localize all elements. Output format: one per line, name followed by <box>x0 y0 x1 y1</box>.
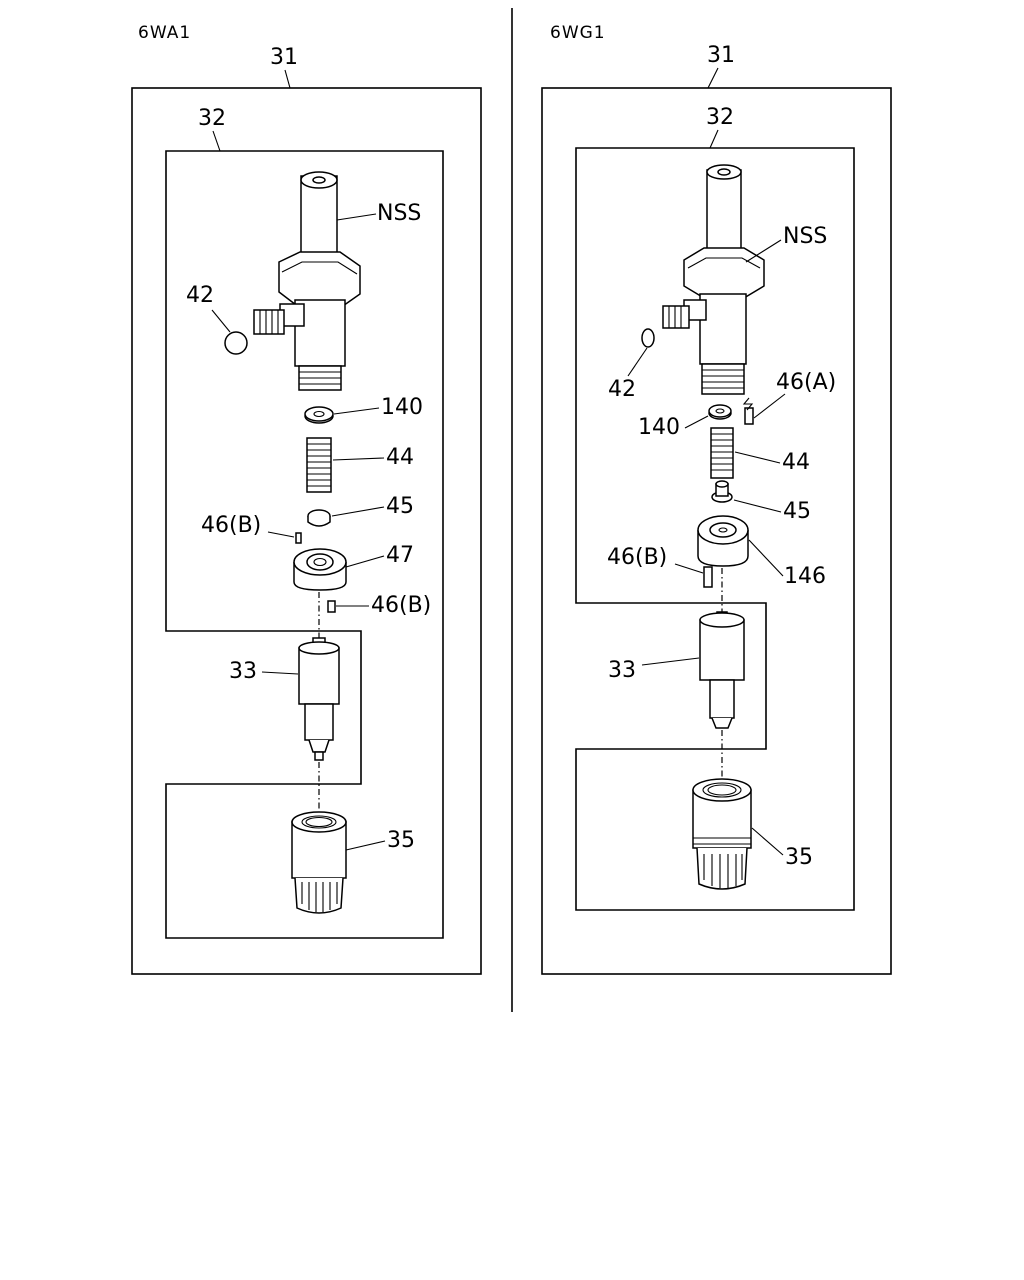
panel-6wa1: 6WA1 31 32 NSS 42 <box>131 23 482 975</box>
label-47: 47 <box>386 543 414 568</box>
pin-46b-lower <box>327 600 336 613</box>
nozzle-33 <box>298 637 340 761</box>
label-44-r: 44 <box>782 450 810 475</box>
label-nss-r: NSS <box>783 224 827 249</box>
spacer-146 <box>697 515 749 567</box>
label-35-r: 35 <box>785 845 813 870</box>
engine-label-6wg1: 6WG1 <box>550 23 606 43</box>
pin-46b-upper <box>295 532 302 544</box>
panel-6wg1: 6WG1 31 32 NSS 42 4 <box>541 23 892 975</box>
label-33-r: 33 <box>608 658 636 683</box>
label-31-r: 31 <box>707 43 735 68</box>
spring-44-r <box>710 427 734 479</box>
assembly-31-frame <box>131 87 482 975</box>
label-32-r: 32 <box>706 105 734 130</box>
label-45-r: 45 <box>783 499 811 524</box>
label-32: 32 <box>198 106 226 131</box>
spring-seat-45 <box>307 509 331 527</box>
label-31: 31 <box>270 45 298 70</box>
retaining-nut-35-r <box>692 778 752 890</box>
label-46b-r: 46(B) <box>607 545 667 570</box>
label-46a: 46(A) <box>776 370 836 395</box>
label-146: 146 <box>784 564 826 589</box>
label-46b-upper: 46(B) <box>201 513 261 538</box>
washer-140-r <box>708 404 732 420</box>
label-45: 45 <box>386 494 414 519</box>
injector-holder-body <box>253 171 361 391</box>
spacer-47 <box>293 548 347 591</box>
label-35: 35 <box>387 828 415 853</box>
retaining-nut-35 <box>291 811 347 914</box>
o-ring-42 <box>224 331 248 355</box>
nozzle-33-r <box>699 611 745 729</box>
washer-140 <box>304 406 334 424</box>
label-46b-lower: 46(B) <box>371 593 431 618</box>
holder-32-frame <box>165 150 444 939</box>
assembly-31-frame-r <box>541 87 892 975</box>
spring-seat-45-r <box>711 480 733 503</box>
pin-46b-r <box>703 566 713 588</box>
label-42-r: 42 <box>608 377 636 402</box>
label-nss: NSS <box>377 201 421 226</box>
label-140-r: 140 <box>638 415 680 440</box>
label-42: 42 <box>186 283 214 308</box>
label-44: 44 <box>386 445 414 470</box>
o-ring-42-r <box>641 328 655 348</box>
engine-label-6wa1: 6WA1 <box>138 23 191 43</box>
label-33: 33 <box>229 659 257 684</box>
holder-32-frame-r <box>575 147 855 911</box>
spring-44 <box>306 437 332 493</box>
label-140: 140 <box>381 395 423 420</box>
pin-46a <box>742 397 754 425</box>
injector-holder-body-r <box>662 164 765 395</box>
